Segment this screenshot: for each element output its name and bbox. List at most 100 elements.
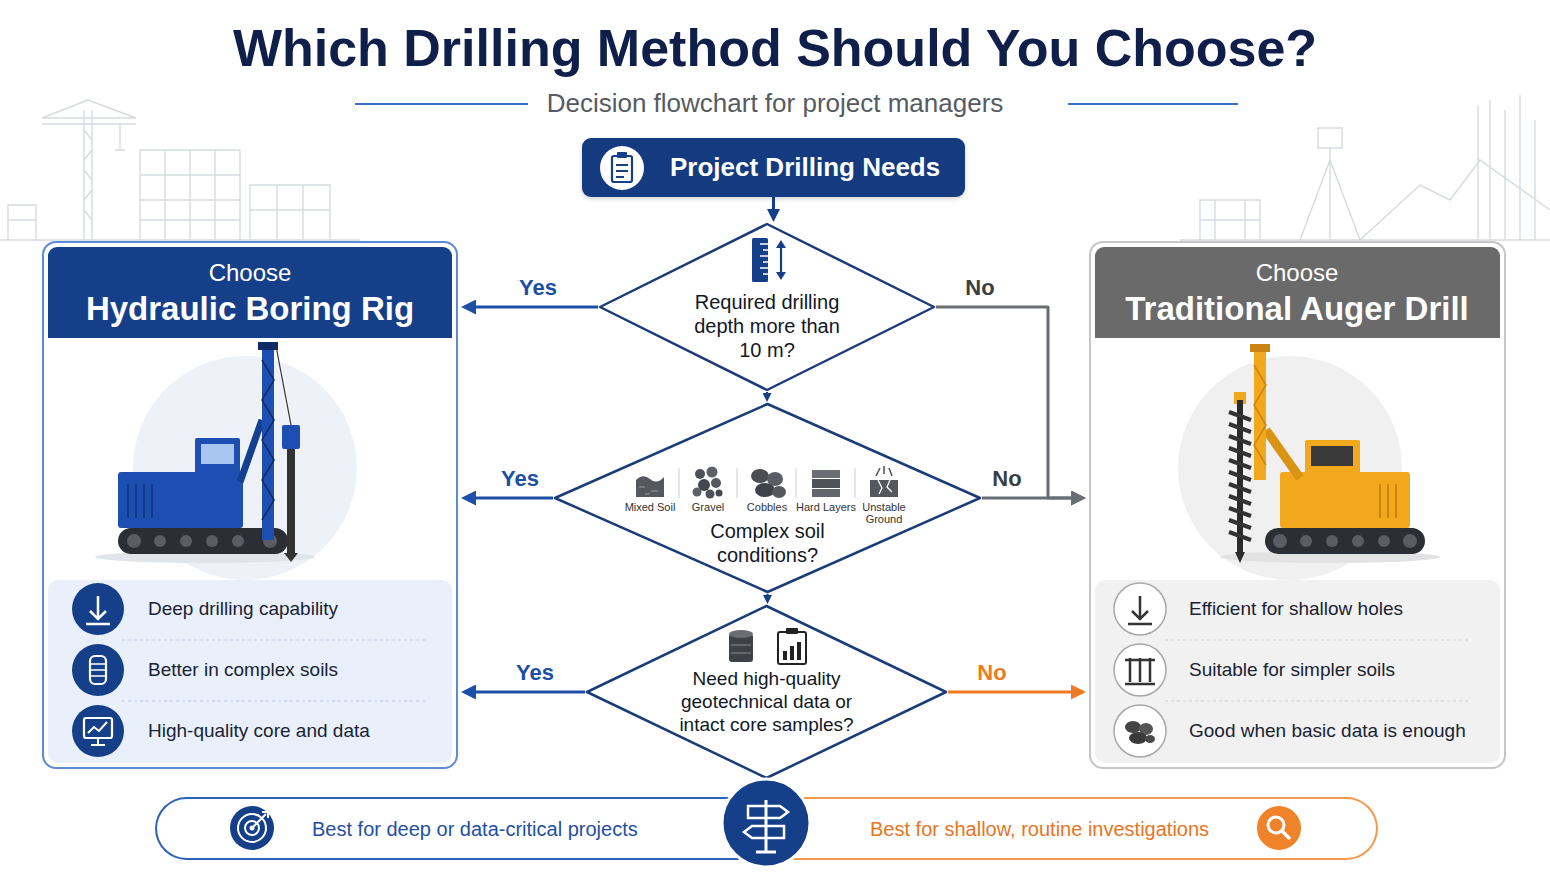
depth-icon (760, 244, 768, 274)
hydraulic-rig-illustration (206, 535, 218, 547)
diamond-outline (587, 606, 946, 778)
soil-icons (716, 490, 723, 497)
hydraulic-rig-illustration (287, 449, 295, 553)
hydraulic-rig-illustration (284, 553, 298, 562)
feature-text: Better in complex soils (148, 659, 338, 682)
hydraulic-rig-illustration (201, 444, 234, 464)
flow-arrow (470, 497, 553, 500)
feature-icons-blue (90, 656, 106, 684)
skyline-sketch (0, 150, 360, 240)
data-icons (783, 651, 787, 660)
soil-icons (679, 468, 855, 498)
data-icons (729, 630, 753, 638)
depth-icon (752, 238, 786, 282)
hydraulic-rig-illustration (258, 342, 278, 350)
page-title: Which Drilling Method Should You Choose? (0, 16, 1550, 80)
auger-drill-illustration (1380, 484, 1396, 518)
panel-kicker: Choose (209, 259, 292, 288)
flow-arrow (948, 691, 1077, 694)
clipboard-icon (617, 152, 627, 158)
feature-panel-ground (1095, 580, 1500, 763)
auger-drill-illustration (1352, 535, 1364, 547)
flow-arrow (766, 594, 768, 599)
decision-question: Complex soil conditions? (683, 519, 853, 567)
feature-icons-gray (1145, 735, 1155, 743)
hydraulic-rig-illustration (276, 346, 291, 425)
band-icons (230, 806, 274, 850)
soil-icons (755, 483, 775, 497)
band-icons (230, 779, 1301, 867)
auger-drill-illustration (1403, 534, 1417, 548)
soil-icons (707, 467, 718, 478)
subtitle-rule (355, 103, 1238, 105)
data-icons (729, 628, 806, 664)
soil-icons (812, 470, 840, 478)
auger-drill-illustration (1254, 365, 1266, 465)
band-icons (744, 826, 784, 838)
feature-icons-gray (1114, 583, 1166, 635)
auger-drill-illustration (1300, 535, 1312, 547)
feature-icons-gray (1114, 644, 1166, 696)
start-label: Project Drilling Needs (670, 152, 940, 183)
diamond-outline (600, 224, 934, 390)
auger-drill-illustration (1305, 440, 1360, 478)
data-icons (729, 634, 753, 662)
auger-drill-illustration (1265, 528, 1425, 554)
band-icons (1257, 806, 1301, 850)
subtitle-rule (355, 103, 1238, 105)
auger-drill-illustration (1178, 344, 1440, 580)
panel-title: Traditional Auger Drill (1125, 289, 1469, 329)
skyline-sketch (0, 95, 1550, 240)
feature-icons-blue (72, 583, 124, 635)
auger-drill-illustration (1250, 344, 1270, 352)
auger-drill-illustration (1273, 534, 1287, 548)
data-icons (786, 628, 798, 634)
panel-kicker: Choose (1256, 259, 1339, 288)
band-icons (722, 779, 810, 867)
soil-icons (636, 476, 664, 497)
soil-icons (772, 486, 786, 498)
data-icons (731, 645, 751, 653)
clipboard-icon (600, 146, 644, 190)
hydraulic-rig-illustration (282, 425, 300, 449)
diamond-outline (555, 404, 980, 592)
summary-text: Best for deep or data-critical projects (312, 817, 638, 841)
skyline-sketch (42, 100, 136, 240)
edge-label: No (974, 660, 1009, 686)
feature-text: Efficient for shallow holes (1189, 598, 1403, 621)
hydraulic-rig-illustration (118, 472, 243, 528)
decision-diamond: Need high-quality geotechnical data or i… (585, 604, 948, 780)
auger-drill-illustration (1266, 430, 1300, 478)
feature-panel-ground (48, 580, 452, 763)
feature-panel-ground (122, 640, 425, 701)
feature-icons-gray (1114, 583, 1166, 757)
hydraulic-rig-illustration (128, 484, 152, 518)
feature-icons-blue (91, 664, 105, 676)
depth-icon (752, 238, 768, 282)
feature-icons-gray (1129, 732, 1147, 744)
edge-label: No (962, 275, 997, 301)
flow-arrow (470, 691, 585, 694)
edge-label: Yes (516, 275, 560, 301)
auger-drill-illustration (1235, 552, 1245, 563)
auger-drill-illustration (1378, 535, 1390, 547)
hydraulic-rig-illustration (232, 535, 244, 547)
soil-type-label: Unstable Ground (858, 501, 910, 525)
feature-text: High-quality core and data (148, 720, 370, 743)
flow-arrow (470, 306, 598, 309)
feature-icons-blue (72, 644, 124, 696)
depth-icon (780, 244, 782, 276)
feature-icons-blue (88, 722, 107, 745)
flow-arrow (936, 307, 1077, 498)
flow-arrow (772, 197, 775, 214)
flow-arrow (766, 392, 768, 397)
edge-label: No (989, 466, 1024, 492)
soil-icons (812, 479, 840, 488)
band-icons (748, 806, 788, 818)
soil-icons (878, 480, 892, 494)
data-icons (790, 646, 794, 660)
feature-panel-ground (48, 580, 1500, 763)
feature-text: Good when basic data is enough (1189, 720, 1466, 743)
